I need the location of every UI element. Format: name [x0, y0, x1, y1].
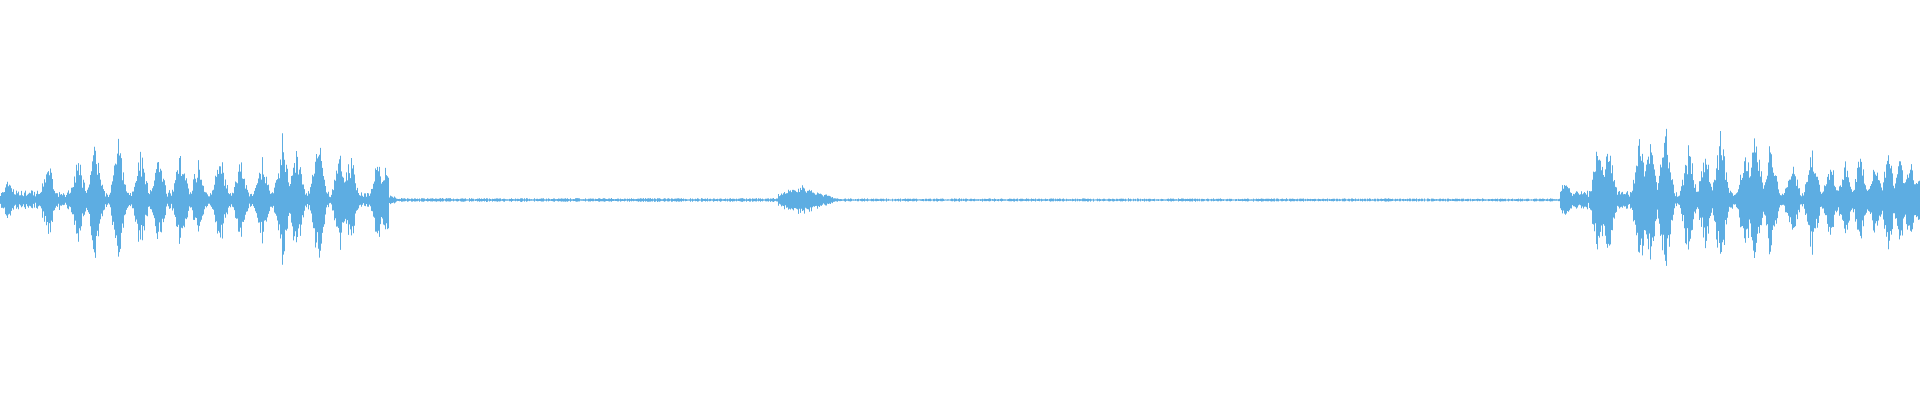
- waveform-bars: [0, 128, 1920, 266]
